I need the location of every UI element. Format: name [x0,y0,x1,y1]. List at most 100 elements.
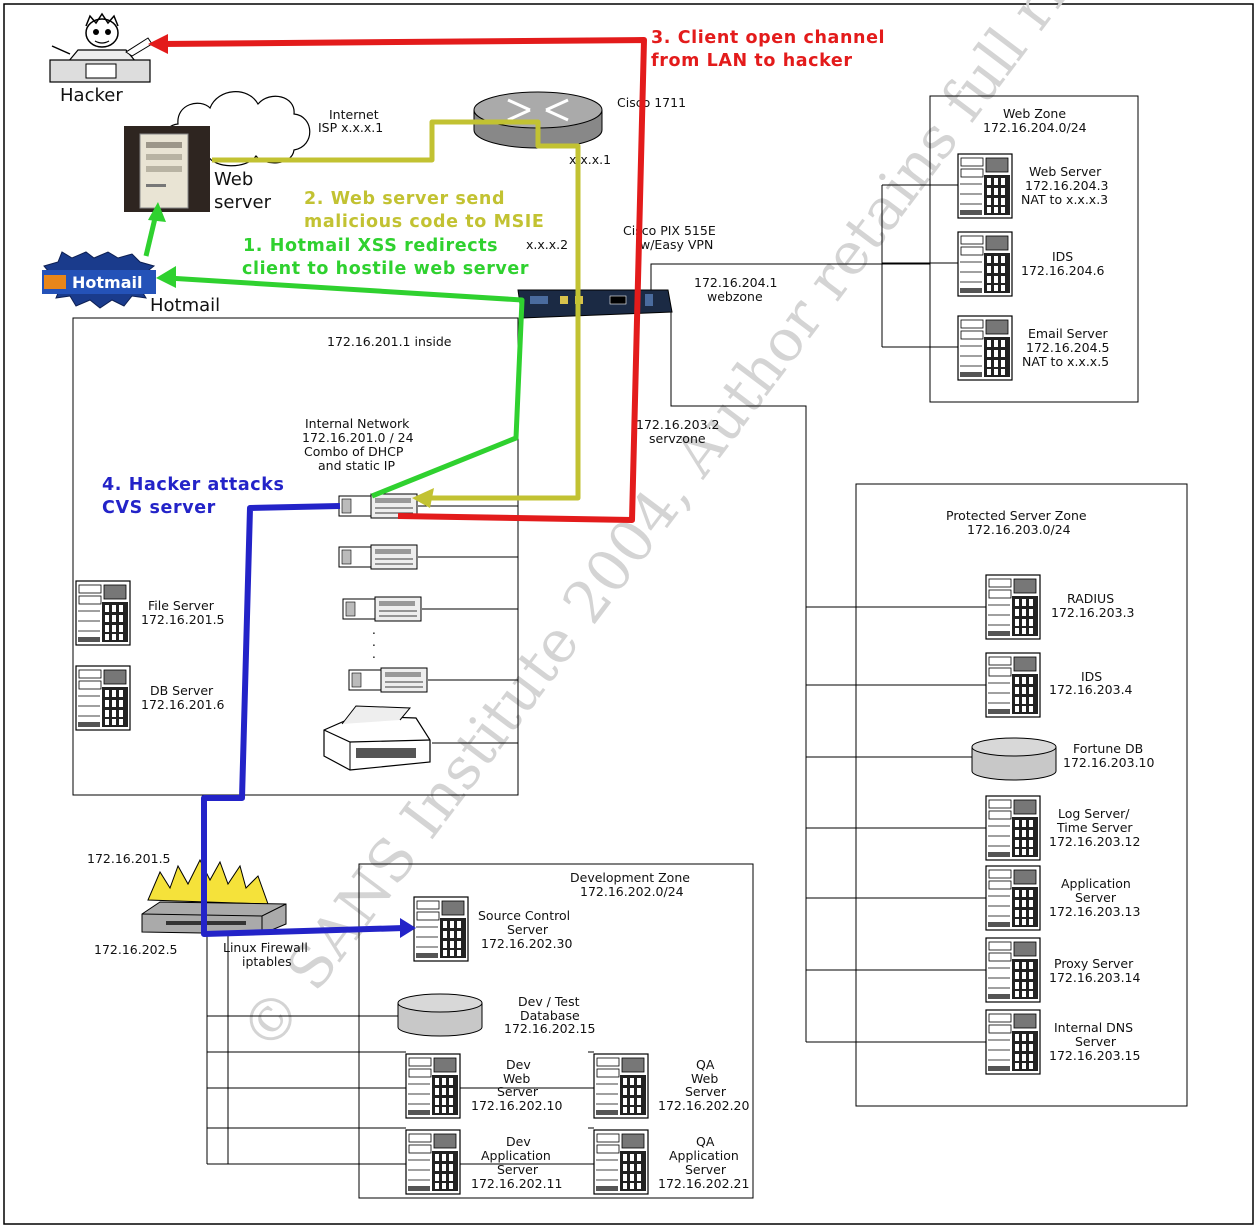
db-server-label-2: 172.16.201.6 [141,697,225,712]
dev-web-server-icon [406,1054,460,1118]
printer-icon [324,706,430,770]
test-db-label-3: 172.16.202.15 [504,1021,595,1036]
internal-net-label-3: Combo of DHCP [304,444,404,459]
annotation-1-line-1: 1. Hotmail XSS redirects [243,236,498,256]
annotation-1-line-2: client to hostile web server [242,259,529,279]
web-zone-title-1: Web Zone [1003,106,1066,121]
qa-web-label-1: QA [696,1057,715,1072]
web-zone-server-3-label-2: 172.16.204.5 [1026,340,1110,355]
router-label: Cisco 1711 [617,95,686,110]
qa-web-label-3: Server [685,1084,727,1099]
web-zone-title-2: 172.16.204.0/24 [983,120,1087,135]
inside-if-label: 172.16.201.1 inside [327,334,452,349]
proxy-server-label-1: Proxy Server [1054,956,1134,971]
fortune-db-icon [972,738,1056,780]
web-zone-server-1-label-3: NAT to x.x.x.3 [1021,192,1108,207]
annotation-2-line-2: malicious code to MSIE [304,212,544,232]
pix-firewall-icon [518,290,672,318]
web-zone-server-icon-3 [958,316,1012,380]
radius-label-1: RADIUS [1067,591,1114,606]
db-server-label-1: DB Server [150,683,214,698]
dev-app-server-icon [406,1130,460,1194]
client-pc-2 [339,545,417,569]
network-links [207,185,986,1164]
firewall-ip-bottom: 172.16.202.5 [94,942,178,957]
hotmail-logo-text: Hotmail [72,273,142,292]
file-server-icon [76,581,130,645]
hacker-icon [50,14,152,82]
annotation-2-line-1: 2. Web server send [304,189,505,209]
ellipsis-dot-3: . [372,647,376,661]
ids-label-2: 172.16.203.4 [1049,682,1133,697]
servzone-if-label-1: 172.16.203.2 [636,417,720,432]
dev-web-label-4: 172.16.202.10 [471,1098,562,1113]
qa-app-label-1: QA [696,1134,715,1149]
web-zone-server-1-label-2: 172.16.204.3 [1025,178,1109,193]
web-server-label-1: Web [214,169,253,190]
web-zone-server-icon-2 [958,232,1012,296]
client-pc-3 [343,597,421,621]
qa-web-label-4: 172.16.202.20 [658,1098,749,1113]
web-zone-server-2-label-1: IDS [1052,249,1073,264]
qa-app-label-4: 172.16.202.21 [658,1176,749,1191]
dev-app-label-3: Server [497,1162,539,1177]
hacker-label: Hacker [60,85,123,106]
annotation-4-line-1: 4. Hacker attacks [102,475,284,495]
dns-server-label-3: 172.16.203.15 [1049,1048,1140,1063]
dev-web-label-3: Server [497,1084,539,1099]
annotation-3-line-2: from LAN to hacker [651,51,853,71]
log-server-icon [986,796,1040,860]
app-server-icon [986,866,1040,930]
dev-app-label-2: Application [481,1148,551,1163]
client-pc-4 [349,668,427,692]
pix-label-2: w/Easy VPN [640,237,713,252]
hotmail-label: Hotmail [150,295,220,316]
app-server-label-1: Application [1061,876,1131,891]
linux-firewall-icon [142,860,286,934]
radius-label-2: 172.16.203.3 [1051,605,1135,620]
log-server-label-1: Log Server/ [1058,806,1130,821]
servzone-if-label-2: servzone [649,431,706,446]
source-control-label-3: 172.16.202.30 [481,936,572,951]
proxy-server-icon [986,938,1040,1002]
fortune-db-label-2: 172.16.203.10 [1063,755,1154,770]
log-server-label-2: Time Server [1056,820,1133,835]
test-db-label-1: Dev / Test [518,994,580,1009]
dev-web-label-1: Dev [506,1057,531,1072]
source-control-server-icon [414,897,468,961]
annotation-4-line-2: CVS server [102,498,216,518]
webzone-if-label-2: webzone [707,289,763,304]
web-zone-server-3-label-1: Email Server [1028,326,1109,341]
source-control-label-1: Source Control [478,908,570,923]
hotmail-logo: Hotmail [42,252,156,308]
file-server-label-2: 172.16.201.5 [141,612,225,627]
app-server-label-3: 172.16.203.13 [1049,904,1140,919]
dev-app-label-1: Dev [506,1134,531,1149]
internal-net-label-1: Internal Network [305,416,410,431]
log-server-label-3: 172.16.203.12 [1049,834,1140,849]
router-ip: x.x.x.1 [569,152,611,167]
radius-server-icon [986,575,1040,639]
test-db-icon [398,994,482,1036]
firewall-label-2: iptables [242,954,292,969]
web-zone-server-1-label-1: Web Server [1029,164,1102,179]
dev-zone-title-2: 172.16.202.0/24 [580,884,684,899]
qa-app-server-icon [594,1130,648,1194]
isp-label: ISP x.x.x.1 [318,120,383,135]
protected-zone-title-2: 172.16.203.0/24 [967,522,1071,537]
proxy-server-label-2: 172.16.203.14 [1049,970,1140,985]
qa-web-server-icon [594,1054,648,1118]
dns-server-label-2: Server [1075,1034,1117,1049]
internal-net-label-4: and static IP [318,458,395,473]
qa-app-label-3: Server [685,1162,727,1177]
qa-app-label-2: Application [669,1148,739,1163]
firewall-ip-top: 172.16.201.5 [87,851,171,866]
annotation-3-line-1: 3. Client open channel [651,28,885,48]
db-server-icon [76,666,130,730]
dev-app-label-4: 172.16.202.11 [471,1176,562,1191]
dev-zone-title-1: Development Zone [570,870,690,885]
firewall-label-1: Linux Firewall [223,940,308,955]
file-server-label-1: File Server [148,598,215,613]
web-zone-server-3-label-3: NAT to x.x.x.5 [1022,354,1109,369]
